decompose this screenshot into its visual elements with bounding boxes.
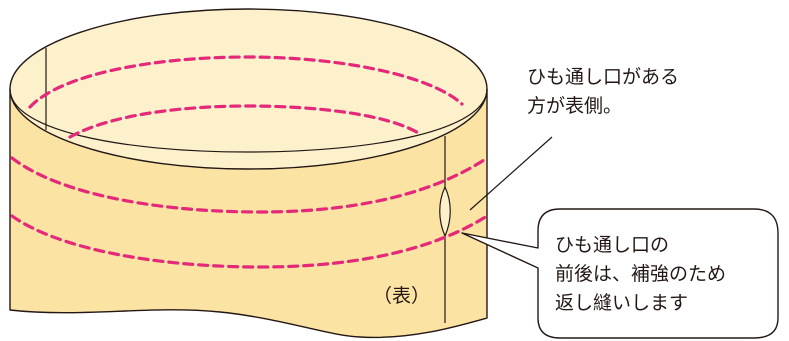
callout-line-2: 前後は、補強のため (555, 263, 726, 285)
tube-inner-edge (9, 88, 488, 153)
drawstring-opening (439, 185, 451, 238)
outer-stitch-line-2 (10, 214, 489, 269)
callout-line-3: 返し縫いします (555, 292, 688, 314)
front-side-label: （表） (373, 285, 430, 307)
outer-stitch-line-1 (10, 156, 489, 214)
inner-stitch-line-2 (68, 104, 422, 139)
top-note-line-1: ひも通し口がある (527, 66, 679, 88)
callout-bubble (461, 208, 779, 339)
inner-stitch-line-1 (28, 55, 464, 109)
leader-line (469, 136, 553, 211)
top-note-line-2: 方が表側。 (527, 95, 622, 117)
callout-line-1: ひも通し口の (555, 234, 669, 256)
tube-opening-rim (9, 8, 488, 170)
